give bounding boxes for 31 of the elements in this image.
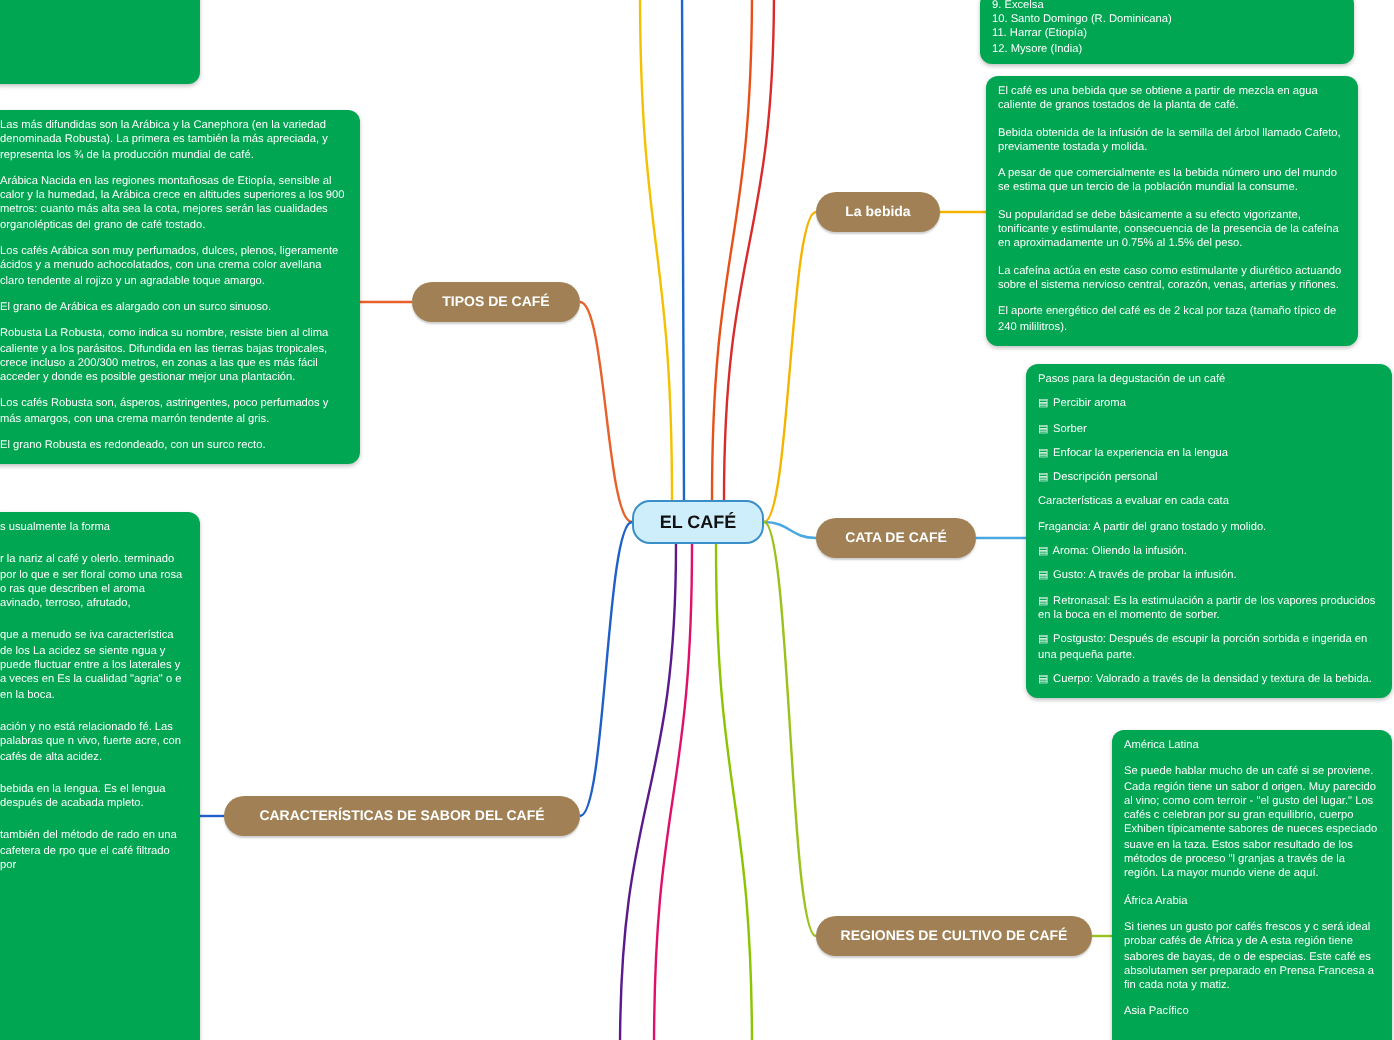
- topic-pill: [816, 518, 976, 558]
- note-card: [0, 0, 200, 84]
- connector-line: [763, 520, 817, 540]
- connector-line: [763, 521, 817, 937]
- connector-line: [976, 536, 1026, 540]
- topic-pill: [816, 916, 1092, 956]
- connector-line: [579, 301, 633, 523]
- connector-line: [579, 521, 633, 817]
- connector-line: [763, 211, 817, 523]
- connector-line: [714, 544, 754, 1040]
- topic-pill: [412, 282, 580, 322]
- central-topic: [632, 500, 764, 544]
- topic-pill: [224, 796, 580, 836]
- connector-line: [722, 0, 776, 500]
- connector-line: [638, 0, 674, 500]
- connector-line: [618, 543, 678, 1040]
- note-card: [0, 110, 360, 465]
- note-card: [0, 512, 200, 1040]
- connector-line: [652, 544, 694, 1040]
- connector-line: [940, 210, 986, 214]
- note-card: [980, 0, 1354, 64]
- note-card: [1026, 364, 1392, 699]
- connector-line: [1092, 934, 1112, 938]
- connector-line: [680, 0, 686, 500]
- note-card: [986, 76, 1358, 346]
- connector-line: [360, 300, 412, 304]
- connector-line: [710, 0, 754, 500]
- central-topic-label: EL CAFÉ: [659, 512, 737, 532]
- topic-pill: [816, 192, 940, 232]
- connector-line: [200, 814, 224, 818]
- note-card: [1112, 730, 1392, 1040]
